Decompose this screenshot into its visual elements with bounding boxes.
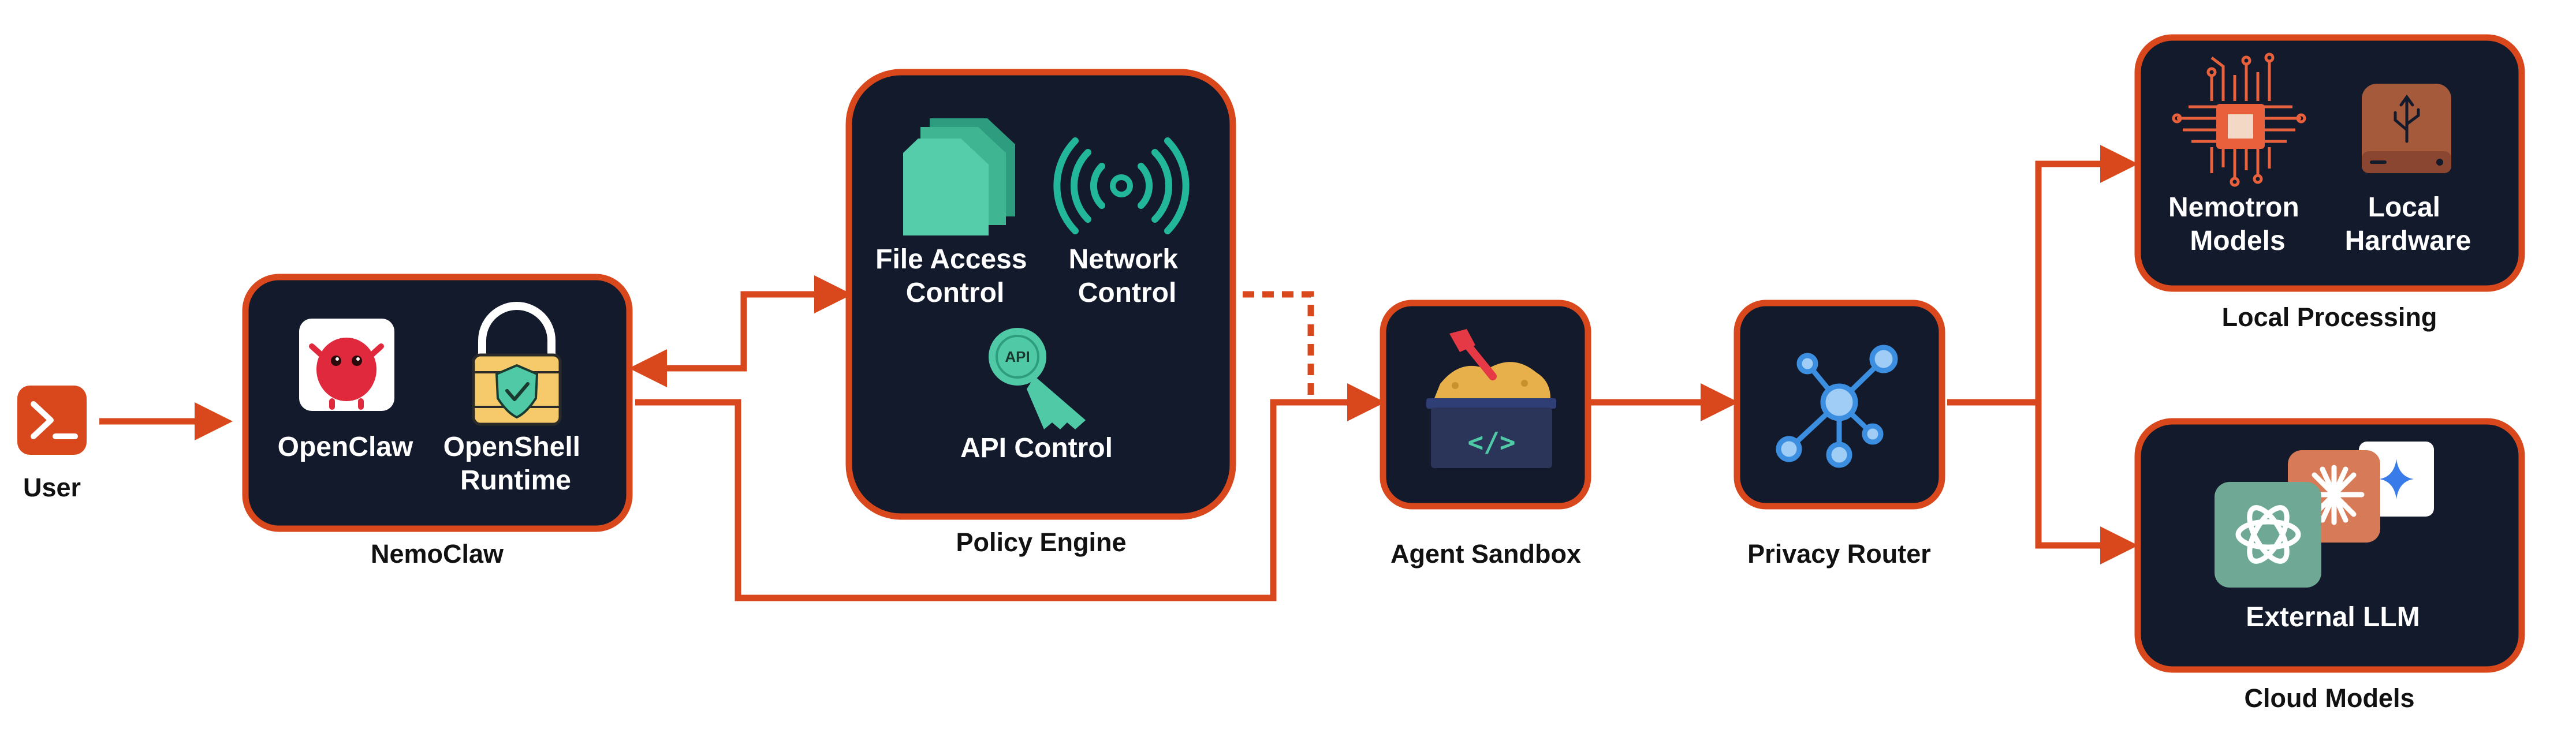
shield-check-icon [495,364,539,419]
arrow-router-to-cloud-models [2035,402,2138,564]
policy-engine-box: File Access Control Network Control API … [845,69,1236,557]
local-hardware-label: Local Hardware [2345,192,2471,256]
hard-drive-icon [2362,84,2451,173]
connectors [99,145,2138,601]
broadcast-icon [1053,137,1190,234]
arrow-nemoclaw-to-agent-sandbox [635,383,1385,601]
terminal-prompt-chevron [31,401,54,439]
local-processing-box: Nemotron Models Local Hardware Local Pro… [2134,34,2525,332]
arrow-nemoclaw-to-policy-engine [635,275,852,372]
openclaw-icon [299,319,394,411]
agent-sandbox-caption: Agent Sandbox [1390,539,1581,569]
cloud-models-caption: Cloud Models [2245,683,2415,713]
code-brackets-icon: </> [1467,427,1515,458]
nemoclaw-caption: NemoClaw [371,539,504,569]
chip-icon [2172,53,2306,187]
network-control-label: Network Control [1069,244,1186,308]
api-icon-text: API [1005,348,1030,365]
sandbox-icon: </> [1426,329,1556,468]
policy-engine-caption: Policy Engine [956,528,1126,557]
local-processing-caption: Local Processing [2222,302,2437,332]
openclaw-label: OpenClaw [278,432,413,462]
openai-icon [2215,482,2321,588]
privacy-router-caption: Privacy Router [1747,539,1931,569]
user-label: User [23,473,81,502]
padlock-icon [472,302,562,426]
external-llm-label: External LLM [2246,602,2420,633]
agent-sandbox-box: </> Agent Sandbox [1380,300,1591,569]
file-access-control-label: File Access Control [875,244,1035,308]
policy-enforcement-dotted-link [1243,291,1314,398]
usb-icon [2394,94,2420,143]
network-hub-icon [1776,345,1898,468]
api-control-label: API Control [960,433,1113,463]
nemoclaw-box: OpenClaw OpenShell Runtime NemoClaw [242,274,633,569]
cloud-models-box: External LLM Cloud Models [2134,418,2525,713]
nemotron-models-label: Nemotron Models [2168,192,2307,256]
api-key-icon: API [989,328,1086,429]
privacy-router-box: Privacy Router [1734,300,1945,569]
documents-icon [903,118,1015,235]
arrow-router-to-local-processing [1947,145,2138,406]
user-node: User [17,386,87,502]
openshell-runtime-label: OpenShell Runtime [443,432,588,496]
